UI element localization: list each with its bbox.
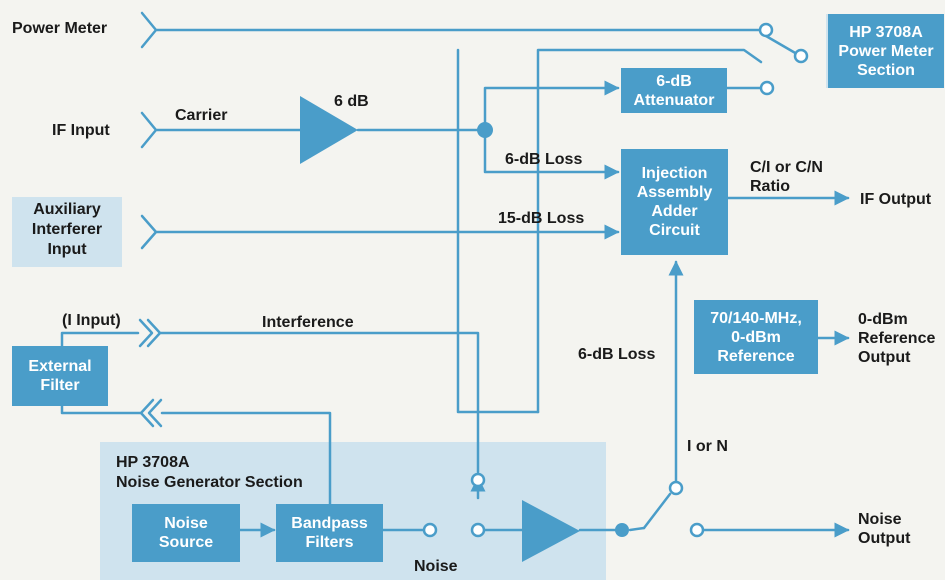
i-or-n-switch-contact (668, 480, 684, 496)
ratio-label: C/I or C/N Ratio (750, 159, 823, 195)
noise-switch-arm (642, 492, 672, 530)
noise-amplifier-icon (522, 500, 580, 562)
loss-6db-vertical-label: 6-dB Loss (578, 346, 656, 363)
noise-terminal (422, 522, 438, 538)
i-input-connector-icon (138, 318, 154, 348)
i-input-label: (I Input) (62, 312, 121, 329)
power-meter-section-block: HP 3708A Power Meter Section (828, 14, 944, 88)
attenuator-block: 6-dB Attenuator (621, 68, 727, 113)
noise-label: Noise (414, 558, 458, 575)
adder-circuit-block: Injection Assembly Adder Circuit (621, 149, 728, 255)
noise-output-contact (689, 522, 705, 538)
power-meter-switch-pivot (793, 48, 809, 64)
if-amplifier-icon (300, 96, 358, 164)
bandpass-filters-block: Bandpass Filters (276, 504, 383, 562)
reference-block: 70/140-MHz, 0-dBm Reference (694, 300, 818, 374)
auxiliary-interferer-panel (12, 197, 122, 267)
reference-output-label: 0-dBm Reference Output (858, 311, 936, 366)
if-output-label: IF Output (860, 191, 932, 208)
attenuator-output-contact (759, 80, 775, 96)
interference-label: Interference (262, 314, 354, 331)
if-input-connector-icon (140, 111, 158, 149)
auxiliary-interferer-input-label: Auxiliary Interferer Input (31, 201, 103, 258)
noise-switch-top-contact (470, 472, 486, 488)
power-meter-input-label: Power Meter (12, 20, 108, 37)
external-filter-block: External Filter (12, 346, 108, 406)
power-meter-switch-top-contact (758, 22, 774, 38)
aux-input-connector-icon (140, 214, 158, 250)
loss-15db-label: 15-dB Loss (498, 210, 585, 227)
power-meter-switch-arm (764, 34, 799, 56)
filter-return-connector-icon (139, 398, 155, 428)
amplifier-gain-label: 6 dB (334, 93, 369, 110)
noise-output-label: Noise Output (858, 511, 911, 547)
i-or-n-label: I or N (687, 438, 728, 455)
carrier-label: Carrier (175, 107, 228, 124)
loss-6db-top-label: 6-dB Loss (505, 151, 583, 168)
noise-source-block: Noise Source (132, 504, 240, 562)
if-input-label: IF Input (52, 122, 110, 139)
power-meter-connector-icon (140, 11, 158, 49)
noise-generator-section-title: HP 3708A Noise Generator Section (116, 454, 303, 491)
noise-switch-bottom-contact (470, 522, 486, 538)
